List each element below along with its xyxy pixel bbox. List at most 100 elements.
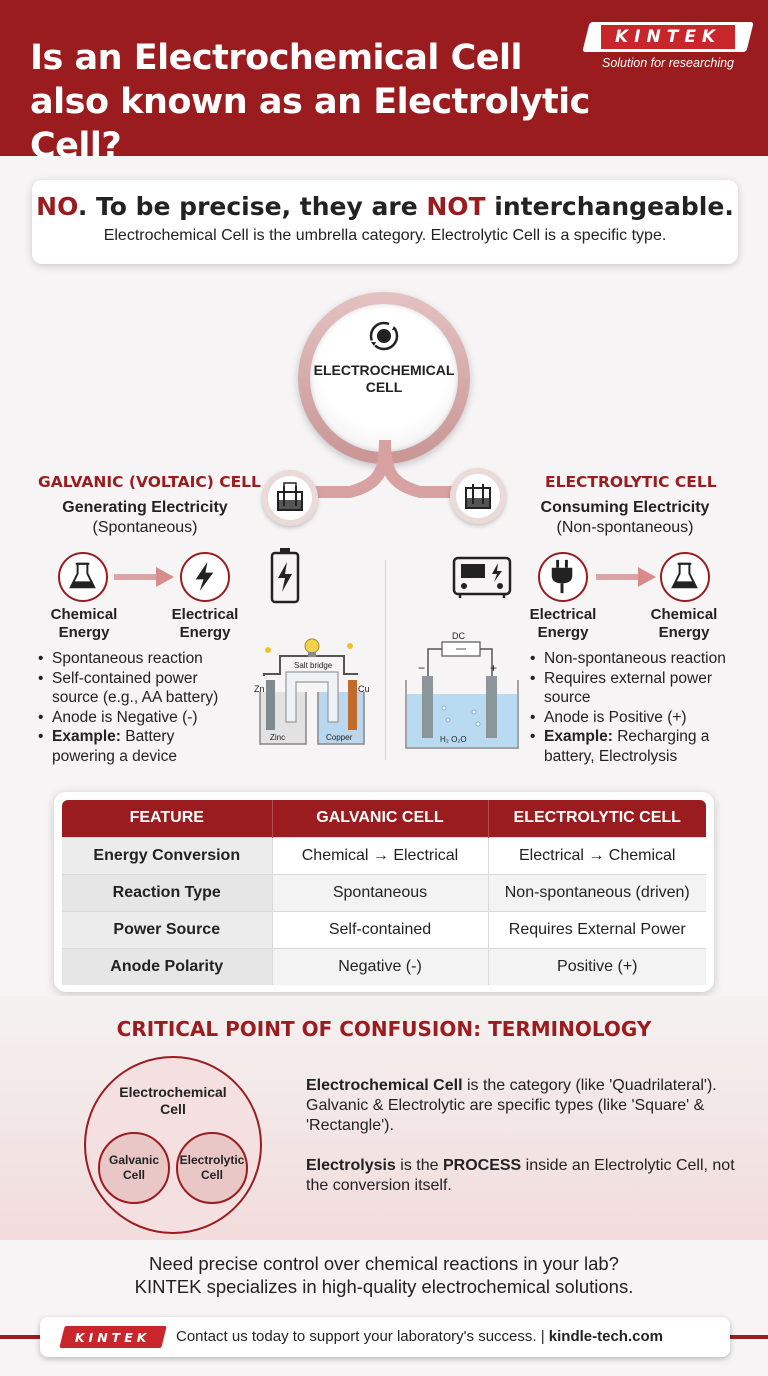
answer-not: NOT: [426, 192, 486, 221]
electrolytic-electrical-energy-circle: [538, 552, 588, 602]
answer-headline: NO. To be precise, they are NOT intercha…: [32, 192, 738, 221]
table-header: ELECTROLYTIC CELL: [488, 800, 706, 837]
venn-galvanic-line1: Galvanic: [108, 1153, 160, 1167]
venn-electrolytic-line1: Electrolytic: [179, 1153, 245, 1167]
electrolytic-subtitle: Consuming Electricity: [540, 499, 710, 516]
electrolytic-conversion-arrow: [596, 567, 656, 587]
flask-icon: [69, 562, 96, 589]
kintek-logo[interactable]: KINTEK: [582, 22, 754, 52]
zn-label: Zn: [254, 684, 265, 694]
footer-kintek-logo[interactable]: KINTEK: [59, 1326, 167, 1348]
cu-label: Cu: [358, 684, 370, 694]
confusion-p1-text: is the category (like 'Quadrilateral'). …: [306, 1077, 717, 1134]
table-cell: Energy Conversion: [62, 836, 273, 874]
answer-no: NO: [36, 192, 78, 221]
confusion-paragraph-1: Electrochemical Cell is the category (li…: [306, 1076, 746, 1136]
battery-icon: [270, 548, 300, 604]
electrolytic-title: ELECTROLYTIC CELL: [545, 473, 717, 491]
galvanic-example: Example: Battery powering a device: [38, 727, 238, 766]
gas-species-label: H₂ O₂O: [440, 735, 467, 744]
galvanic-example-label: Example:: [52, 728, 121, 745]
confusion-explanation: Electrochemical Cell is the category (li…: [306, 1076, 746, 1216]
electrolytic-beaker-badge: [450, 468, 506, 524]
electrolytic-example: Example: Recharging a battery, Electroly…: [530, 727, 752, 766]
electrolytic-cell-icon: [465, 484, 491, 509]
answer-head-part2: interchangeable.: [485, 192, 734, 221]
cta-line2: KINTEK specializes in high-quality elect…: [134, 1276, 634, 1297]
electrolytic-bullets: Non-spontaneous reaction Requires extern…: [530, 649, 752, 766]
galvanic-bullets: Spontaneous reaction Self-contained powe…: [38, 649, 238, 766]
table-header: GALVANIC CELL: [272, 800, 489, 837]
galvanic-example-text: Battery powering a device: [52, 728, 177, 765]
power-supply-icon: [452, 556, 512, 598]
column-divider: [385, 560, 386, 760]
header-banner: Is an Electrochemical Cell also known as…: [0, 0, 768, 166]
table-header-row: FEATURE GALVANIC CELL ELECTROLYTIC CELL: [62, 800, 706, 837]
galvanic-beaker-badge: [262, 470, 318, 526]
answer-head-part1: . To be precise, they are: [77, 192, 427, 221]
electrolytic-cell-diagram: DC − + H₂ O₂O: [405, 631, 519, 749]
salt-bridge-label: Salt bridge: [294, 661, 333, 670]
flask-icon: [671, 562, 698, 589]
table-cell: Self-contained: [272, 910, 489, 948]
footer-contact: Contact us today to support your laborat…: [176, 1328, 663, 1345]
galvanic-bullet: Anode is Negative (-): [38, 708, 238, 728]
galvanic-subtitle: Generating Electricity: [62, 499, 228, 516]
galvanic-from-line1: Chemical: [50, 606, 118, 623]
electrolytic-example-label: Example:: [544, 728, 613, 745]
table-cell: Electrical → Chemical: [488, 836, 706, 874]
dc-source-label: DC: [452, 631, 465, 641]
comparison-table-card: FEATURE GALVANIC CELL ELECTROLYTIC CELL …: [54, 792, 714, 992]
galvanic-title: GALVANIC (VOLTAIC) CELL: [38, 473, 261, 491]
answer-box: NO. To be precise, they are NOT intercha…: [32, 180, 738, 264]
call-to-action: Need precise control over chemical react…: [0, 1252, 768, 1298]
venn-electrolytic-line2: Cell: [200, 1168, 223, 1182]
galvanic-bullet: Spontaneous reaction: [38, 649, 238, 669]
table-cell: Positive (+): [488, 947, 706, 985]
confusion-p2-mid: is the: [395, 1157, 443, 1174]
page-title: Is an Electrochemical Cell also known as…: [30, 38, 590, 166]
galvanic-from-line2: Energy: [58, 624, 110, 641]
confusion-p1-bold: Electrochemical Cell: [306, 1077, 463, 1094]
cta-line1: Need precise control over chemical react…: [149, 1253, 619, 1274]
lightning-icon: [195, 561, 214, 592]
confusion-title: CRITICAL POINT OF CONFUSION: TERMINOLOGY: [116, 1017, 652, 1041]
center-label-line2: CELL: [365, 379, 403, 395]
footer-url-link[interactable]: kindle-tech.com: [548, 1328, 663, 1345]
electrolytic-from-line1: Electrical: [529, 606, 597, 623]
table-header: FEATURE: [62, 800, 273, 837]
venn-galvanic-line2: Cell: [122, 1168, 145, 1182]
confusion-p2-text: inside an Electrolytic Cell, not the con…: [306, 1157, 735, 1194]
table-cell: Non-spontaneous (driven): [488, 873, 706, 911]
venn-outer-line2: Cell: [160, 1101, 186, 1117]
zinc-solution-label: Zinc: [270, 733, 285, 742]
answer-subtext: Electrochemical Cell is the umbrella cat…: [103, 227, 667, 244]
table-cell: Spontaneous: [272, 873, 489, 911]
electrolytic-from-line2: Energy: [537, 624, 589, 641]
galvanic-bullet: Self-contained power source (e.g., AA ba…: [38, 669, 238, 708]
galvanic-to-line1: Electrical: [171, 606, 239, 623]
footer-separator: |: [536, 1328, 549, 1345]
table-cell: Reaction Type: [62, 873, 273, 911]
electrolytic-bullet: Requires external power source: [530, 669, 752, 708]
logo-tagline: Solution for researching: [601, 56, 735, 70]
venn-outer-line1: Electrochemical: [119, 1084, 227, 1100]
center-label-line1: ELECTROCHEMICAL: [313, 362, 455, 378]
table-cell: Anode Polarity: [62, 947, 273, 985]
table-cell: Requires External Power: [488, 910, 706, 948]
electrolytic-to-line2: Energy: [658, 624, 710, 641]
galvanic-cell-diagram: Salt bridge Zn Cu Zinc Copper: [254, 638, 370, 745]
plug-icon: [551, 559, 573, 594]
electrolytic-to-line1: Chemical: [650, 606, 718, 623]
electrolytic-subtitle2: (Non-spontaneous): [556, 519, 694, 536]
